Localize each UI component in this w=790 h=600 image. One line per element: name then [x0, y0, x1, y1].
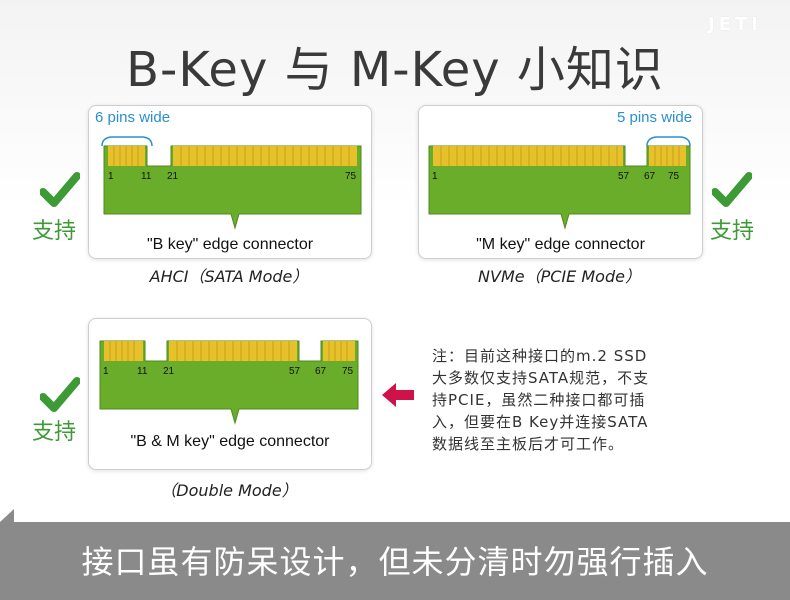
note-line: 入，但要在B Key并连接SATA — [432, 413, 649, 431]
b-key-pins — [108, 146, 357, 166]
m-key-caption: "M key" edge connector — [476, 236, 645, 253]
pin-number-57: 57 — [289, 366, 301, 377]
pin-number-57: 57 — [618, 171, 630, 182]
pin-number-11: 11 — [141, 171, 152, 182]
pin-number-21: 21 — [167, 171, 179, 182]
bm-key-mode-label: （Double Mode） — [160, 481, 298, 500]
warning-banner-text: 接口虽有防呆设计，但未分清时勿强行插入 — [81, 543, 709, 581]
pin-number-75: 75 — [668, 171, 680, 182]
banner-corner — [0, 509, 14, 522]
m-key-bracket — [646, 136, 691, 147]
brand-logo: JETI — [708, 14, 762, 35]
check-mark-icon — [40, 172, 80, 207]
check-mark-icon — [712, 172, 752, 207]
note-line: 注：目前这种接口的m.2 SSD — [432, 347, 648, 365]
pin-number-1: 1 — [103, 366, 109, 377]
pin-number-75: 75 — [342, 366, 354, 377]
b-key-connector-diagram: 1 11 21 75 — [101, 136, 362, 230]
pin-number-67: 67 — [315, 366, 327, 377]
b-key-card: 6 pins wide 1 11 21 75 "B key" edge conn… — [88, 105, 372, 259]
check-mark-icon — [40, 377, 80, 412]
support-label: 支持 — [710, 219, 755, 244]
pin-number-1: 1 — [432, 171, 438, 182]
pin-number-75: 75 — [345, 171, 357, 182]
support-label: 支持 — [32, 420, 77, 445]
warning-banner — [0, 522, 790, 600]
bm-key-pcb — [99, 340, 359, 425]
support-label: 支持 — [32, 219, 77, 244]
m-key-pins — [433, 146, 686, 166]
bm-key-pins — [104, 341, 355, 361]
b-key-pcb — [103, 145, 362, 230]
pin-number-67: 67 — [644, 171, 656, 182]
bm-key-card: 1 11 21 57 67 75 "B & M key" edge connec… — [88, 318, 372, 470]
note-line: 大多数仅支持SATA规范，不支 — [432, 369, 650, 387]
pin-number-1: 1 — [108, 171, 114, 182]
note-line: 数据线至主板后才可工作。 — [432, 435, 625, 453]
pin-number-21: 21 — [163, 366, 175, 377]
m-key-pcb — [428, 145, 691, 230]
six-pins-wide-label: 6 pins wide — [95, 109, 171, 126]
bm-key-caption: "B & M key" edge connector — [130, 433, 330, 450]
bm-key-connector-diagram: 1 11 21 57 67 75 — [99, 340, 359, 425]
b-key-mode-label: AHCI（SATA Mode） — [149, 267, 309, 286]
five-pins-wide-label: 5 pins wide — [617, 109, 693, 126]
m-key-connector-diagram: 1 57 67 75 — [428, 136, 691, 230]
b-key-caption: "B key" edge connector — [146, 236, 314, 253]
m-key-card: 5 pins wide 1 57 67 75 "M key" edge conn… — [418, 105, 703, 259]
note-line: 持PCIE，虽然二种接口都可插 — [432, 391, 646, 409]
note-text: 注：目前这种接口的m.2 SSD 大多数仅支持SATA规范，不支 持PCIE，虽… — [432, 345, 722, 455]
b-key-bracket — [101, 136, 153, 147]
m-key-mode-label: NVMe（PCIE Mode） — [478, 267, 641, 286]
arrow-left-icon — [382, 383, 414, 407]
page-title: B-Key 与 M-Key 小知识 — [126, 42, 664, 98]
pin-number-11: 11 — [137, 366, 148, 377]
